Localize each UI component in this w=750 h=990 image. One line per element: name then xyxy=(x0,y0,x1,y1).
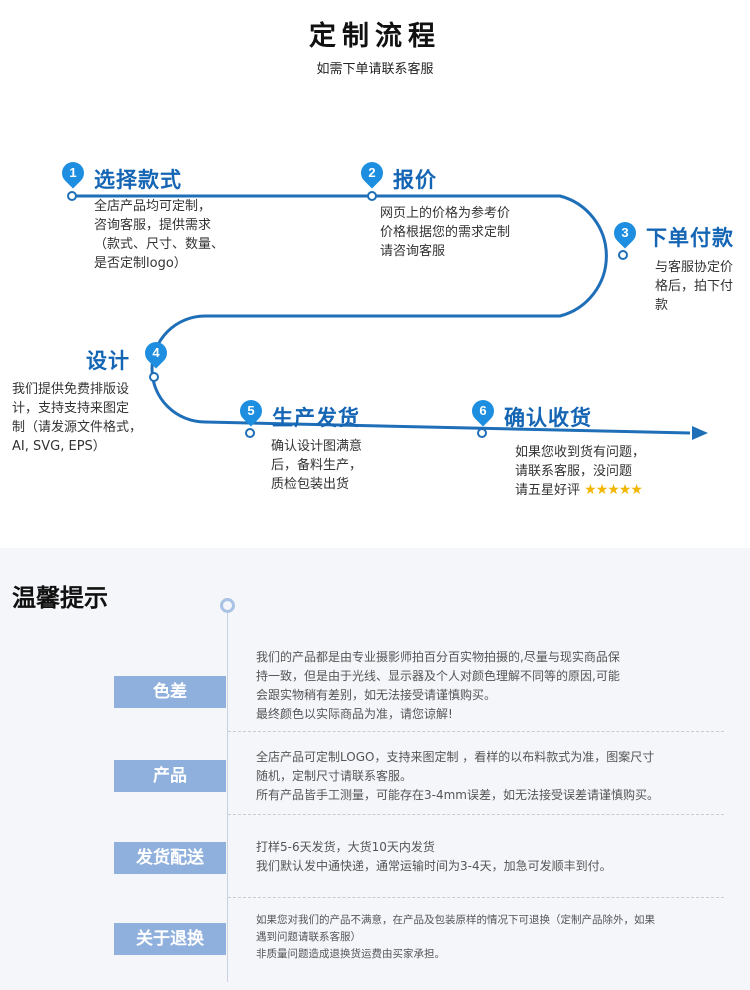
step-node xyxy=(367,191,377,201)
step-title: 下单付款 xyxy=(646,226,734,250)
timeline-line xyxy=(227,610,228,982)
timeline-ring-icon xyxy=(220,598,235,613)
step-description: 如果您收到货有问题， 请联系客服，没问题 请五星好评 ★★★★★ xyxy=(515,445,646,498)
five-star-rating-icon: ★★★★★ xyxy=(584,482,643,498)
step-node xyxy=(67,191,77,201)
step-title: 报价 xyxy=(393,168,437,192)
route-arrow-icon xyxy=(692,426,708,440)
divider xyxy=(228,897,724,898)
tips-section: 温馨提示 色差 我们的产品都是由专业摄影师拍百分百实物拍摄的,尽量与现实商品保 … xyxy=(0,548,750,990)
step-number: 4 xyxy=(152,345,160,360)
tip-label: 产品 xyxy=(114,760,226,792)
step-description: 网页上的价格为参考价 价格根据您的需求定制 请咨询客服 xyxy=(380,206,511,259)
step-node xyxy=(245,428,255,438)
page-subtitle: 如需下单请联系客服 xyxy=(316,62,434,77)
tip-text: 全店产品可定制LOGO，支持来图定制 ，看样的以布料款式为准，图案尺寸 随机，定… xyxy=(256,750,659,802)
step-title: 设计 xyxy=(86,349,130,373)
process-section: 定制流程 如需下单请联系客服 1 选择款式 全店产品均可定制， 咨询客服，提供需… xyxy=(12,21,734,498)
step-node xyxy=(149,372,159,382)
step-description: 我们提供免费排版设 计，支持支持来图定 制（请发源文件格式， AI, SVG, … xyxy=(12,382,143,454)
step-description: 确认设计图满意 后，备料生产， 质检包装出货 xyxy=(271,439,363,492)
step-description: 与客服协定价 格后，拍下付 款 xyxy=(655,260,734,313)
tip-label: 色差 xyxy=(114,676,226,708)
tip-label: 发货配送 xyxy=(114,842,226,874)
tip-label: 关于退换 xyxy=(114,923,226,955)
divider xyxy=(228,731,724,732)
step-node xyxy=(618,250,628,260)
step-title: 确认收货 xyxy=(504,406,592,430)
divider xyxy=(228,814,724,815)
step-title: 生产发货 xyxy=(272,406,360,430)
step-title: 选择款式 xyxy=(94,168,182,192)
tip-text: 打样5-6天发货，大货10天内发货 我们默认发中通快递，通常运输时间为3-4天，… xyxy=(256,840,612,873)
step-description: 全店产品均可定制， 咨询客服，提供需求 （款式、尺寸、数量、 是否定制logo） xyxy=(94,199,225,271)
step-number: 3 xyxy=(621,225,629,240)
step-number: 5 xyxy=(247,403,255,418)
step-number: 2 xyxy=(368,165,376,180)
step-node xyxy=(477,428,487,438)
tip-text: 如果您对我们的产品不满意，在产品及包装原样的情况下可退换（定制产品除外，如果 遇… xyxy=(256,914,655,960)
process-route xyxy=(72,194,708,440)
step-number: 6 xyxy=(479,403,487,418)
tip-text: 我们的产品都是由专业摄影师拍百分百实物拍摄的,尽量与现实商品保 持一致，但是由于… xyxy=(256,650,620,721)
step-number: 1 xyxy=(69,165,77,180)
page-title: 定制流程 xyxy=(309,21,441,52)
tips-title: 温馨提示 xyxy=(12,584,108,612)
